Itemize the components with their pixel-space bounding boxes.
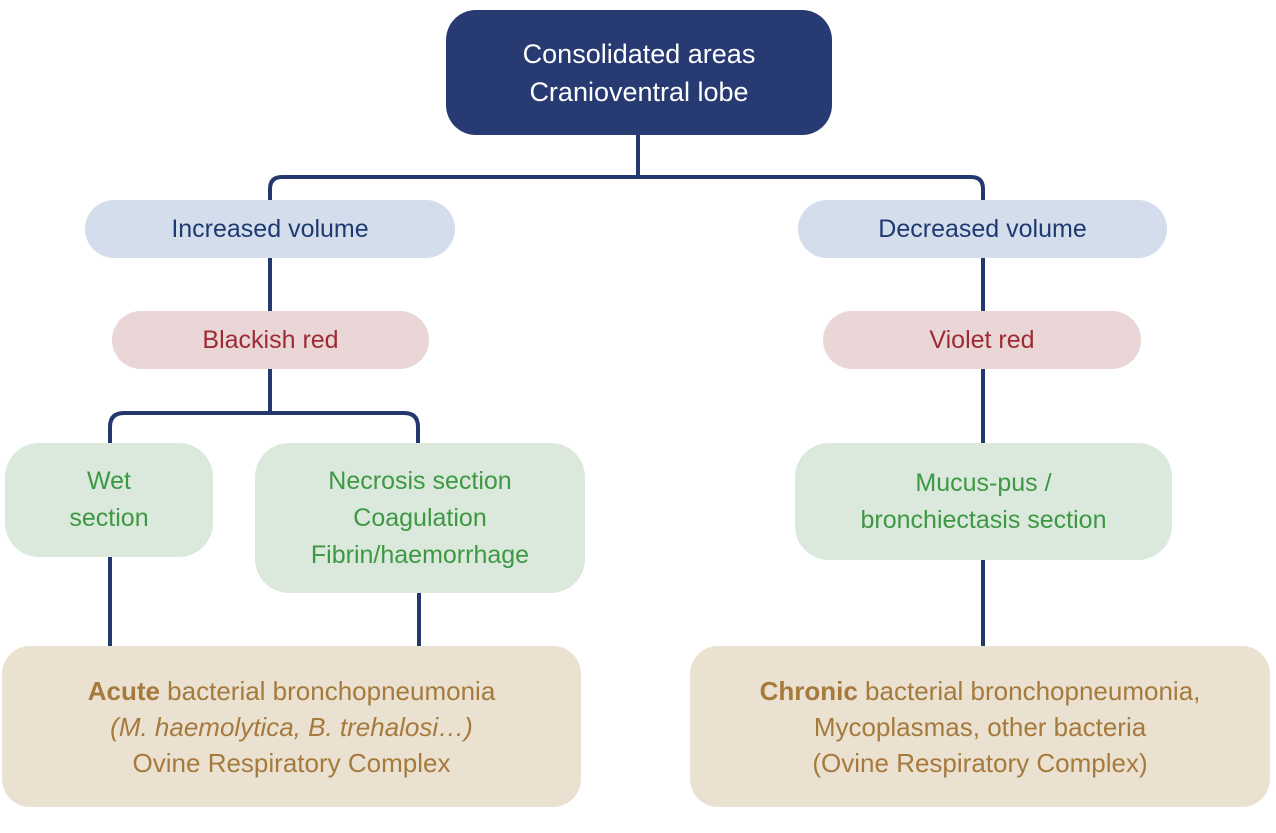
node-chronic-diagnosis: Chronic bacterial bronchopneumonia, Myco… (690, 646, 1270, 807)
wet-section-line-2: section (69, 504, 149, 532)
acute-line-1-rest: bacterial bronchopneumonia (159, 675, 496, 706)
increased-volume-label: Increased volume (171, 214, 369, 243)
necrosis-line-3: Fibrin/haemorrhage (310, 540, 530, 569)
necrosis-line-2: Coagulation (353, 503, 487, 532)
blackish-red-label: Blackish red (202, 325, 339, 354)
root-line-2: Cranioventral lobe (529, 76, 749, 107)
mucus-line-1: Mucus-pus / (915, 468, 1052, 497)
acute-emphasis: Acute (87, 675, 160, 706)
chronic-emphasis: Chronic (759, 675, 858, 706)
mucus-line-2: bronchiectasis section (860, 505, 1107, 534)
node-wet-section: Wet section (5, 443, 213, 557)
acute-diagnosis-line-3: Ovine Respiratory Complex (132, 747, 451, 778)
node-acute-diagnosis: Acute bacterial bronchopneumonia (M. hae… (2, 646, 581, 807)
chronic-line-1-rest: bacterial bronchopneumonia, (857, 675, 1201, 706)
acute-diagnosis-line-1: Acute bacterial bronchopneumonia (88, 673, 496, 709)
connector-blackish-split-bracket (108, 411, 420, 444)
node-consolidated-areas: Consolidated areas Cranioventral lobe (446, 10, 832, 135)
violet-red-label: Violet red (929, 325, 1035, 354)
chronic-diagnosis-line-3: (Ovine Respiratory Complex) (812, 747, 1148, 778)
node-mucus-pus-section: Mucus-pus / bronchiectasis section (795, 443, 1172, 560)
chronic-diagnosis-line-1: Chronic bacterial bronchopneumonia, (760, 673, 1201, 709)
wet-section-line-1: Wet (87, 467, 131, 495)
acute-diagnosis-line-2: (M. haemolytica, B. trehalosi…) (110, 711, 473, 742)
node-violet-red: Violet red (823, 311, 1141, 369)
node-necrosis-section: Necrosis section Coagulation Fibrin/haem… (255, 443, 585, 593)
node-decreased-volume: Decreased volume (798, 200, 1167, 258)
node-increased-volume: Increased volume (85, 200, 455, 258)
node-blackish-red: Blackish red (112, 311, 429, 369)
connector-root-split-bracket (268, 175, 985, 201)
necrosis-line-1: Necrosis section (328, 466, 512, 495)
chronic-diagnosis-line-2: Mycoplasmas, other bacteria (813, 711, 1147, 742)
decreased-volume-label: Decreased volume (878, 214, 1087, 243)
root-line-1: Consolidated areas (522, 38, 756, 69)
